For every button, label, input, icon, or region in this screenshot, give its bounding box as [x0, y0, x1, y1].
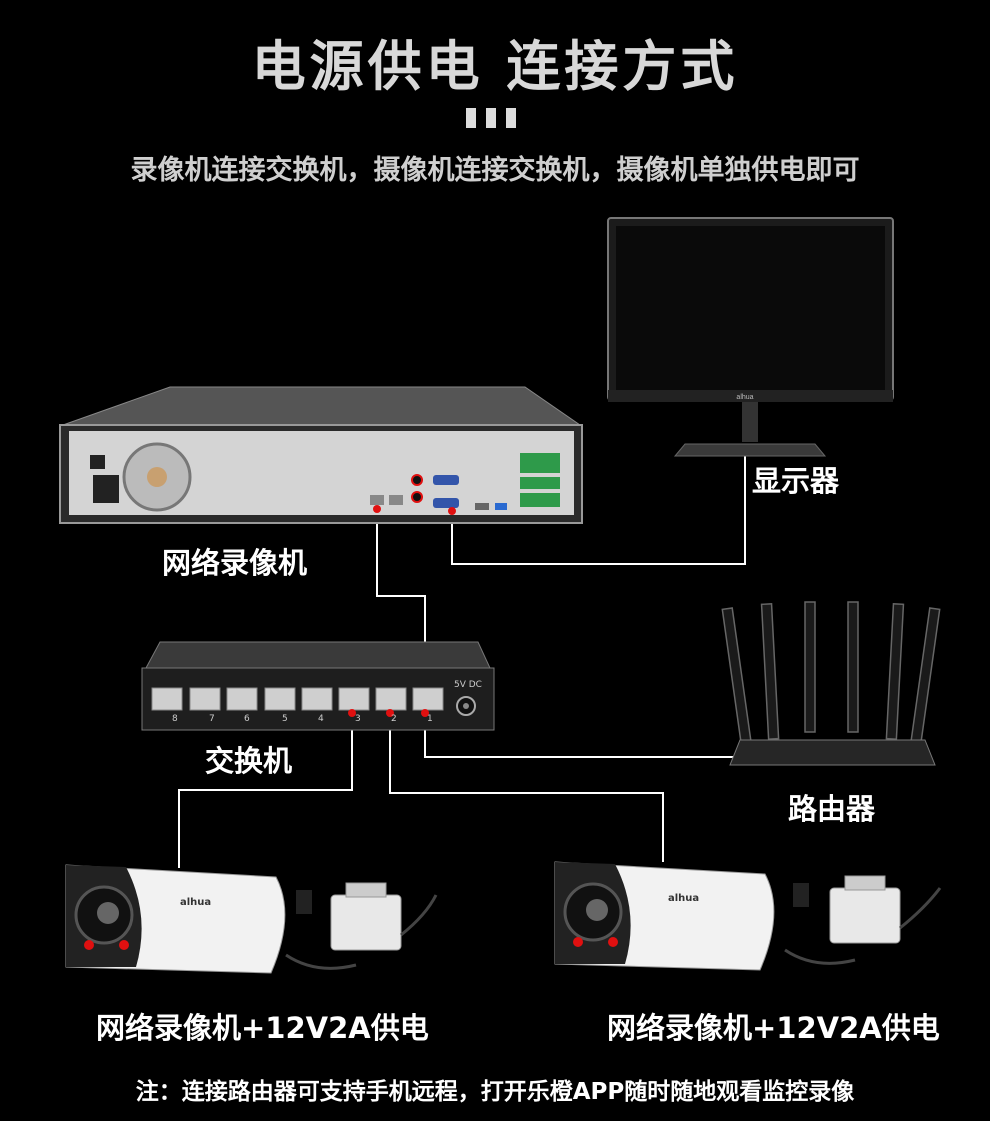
- router-illustration: [721, 601, 941, 766]
- wire-switch-camera-left: [178, 712, 353, 868]
- switch-port-number: 2: [391, 714, 397, 724]
- page-subtitle: 录像机连接交换机，摄像机连接交换机，摄像机单独供电即可: [130, 155, 860, 186]
- svg-text:alhua: alhua: [736, 394, 753, 401]
- switch-port-number: 3: [355, 714, 361, 724]
- wire-switch-camera-right: [389, 712, 664, 862]
- switch-port-number: 1: [427, 714, 433, 724]
- camera-left-illustration: [65, 864, 438, 974]
- page-title: 电源供电 连接方式: [251, 35, 739, 98]
- decorative-bars: [466, 108, 526, 130]
- switch-power-label: 5V DC: [454, 680, 482, 690]
- wire-nvr-monitor: [451, 455, 746, 565]
- wire-nvr-switch: [376, 510, 426, 648]
- nvr-label: 网络录像机: [162, 546, 308, 580]
- switch-port-number: 5: [282, 714, 288, 724]
- switch-port-number: 7: [209, 714, 215, 724]
- switch-label: 交换机: [205, 744, 293, 778]
- monitor-illustration: alhua: [607, 217, 894, 457]
- switch-port-number: 8: [172, 714, 178, 724]
- nvr-illustration: [59, 386, 583, 524]
- footer-note: 注：连接路由器可支持手机远程，打开乐橙APP随时随地观看监控录像: [135, 1079, 855, 1105]
- switch-port-number: 6: [244, 714, 250, 724]
- camera-left-label: 网络录像机+12V2A供电: [96, 1011, 429, 1045]
- monitor-label: 显示器: [752, 464, 840, 498]
- switch-illustration: [141, 641, 495, 731]
- camera-left-brand: alhua: [180, 897, 212, 908]
- switch-port-number: 4: [318, 714, 324, 724]
- router-label: 路由器: [788, 792, 876, 826]
- camera-right-label: 网络录像机+12V2A供电: [607, 1011, 940, 1045]
- camera-right-brand: alhua: [668, 893, 700, 904]
- camera-right-illustration: [554, 861, 942, 971]
